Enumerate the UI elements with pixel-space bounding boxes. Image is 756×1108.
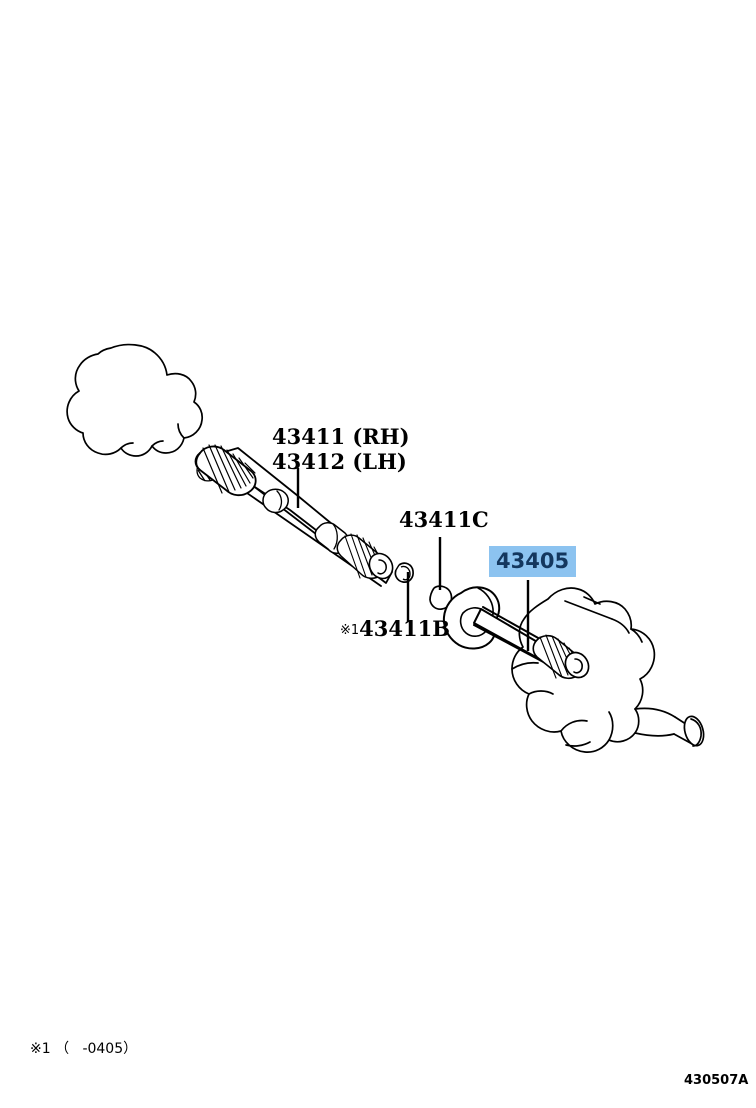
inner-shaft-spline-end xyxy=(532,634,590,680)
label-drive-shaft: 43411 (RH)43412 (LH) xyxy=(272,424,410,474)
footnote-note-1: ※1 （ -0405） xyxy=(30,1041,138,1057)
steering-knuckle-outline xyxy=(66,343,204,457)
leader-lines xyxy=(296,468,530,651)
label-snap-ring-c: 43411C xyxy=(399,507,489,532)
snap-ring-43411b xyxy=(394,562,414,583)
label-shaft-lh: 43412 (LH) xyxy=(272,449,407,474)
shaft-outer-spline xyxy=(194,444,257,497)
drawing-code: 430507A xyxy=(684,1073,749,1088)
label-snap-ring-b: ※143411B xyxy=(340,617,450,643)
label-snap-ring-b-number: 43411B xyxy=(359,616,450,641)
drive-shaft-assembly xyxy=(194,444,394,587)
shaft-collar xyxy=(262,488,289,514)
label-shaft-rh: 43411 (RH) xyxy=(272,424,410,449)
note-mark-1: ※1 xyxy=(340,623,360,638)
differential-housing-outline xyxy=(511,587,705,753)
shaft-inner-spline xyxy=(314,522,394,580)
label-inner-shaft-highlighted[interactable]: 43405 xyxy=(489,546,577,577)
